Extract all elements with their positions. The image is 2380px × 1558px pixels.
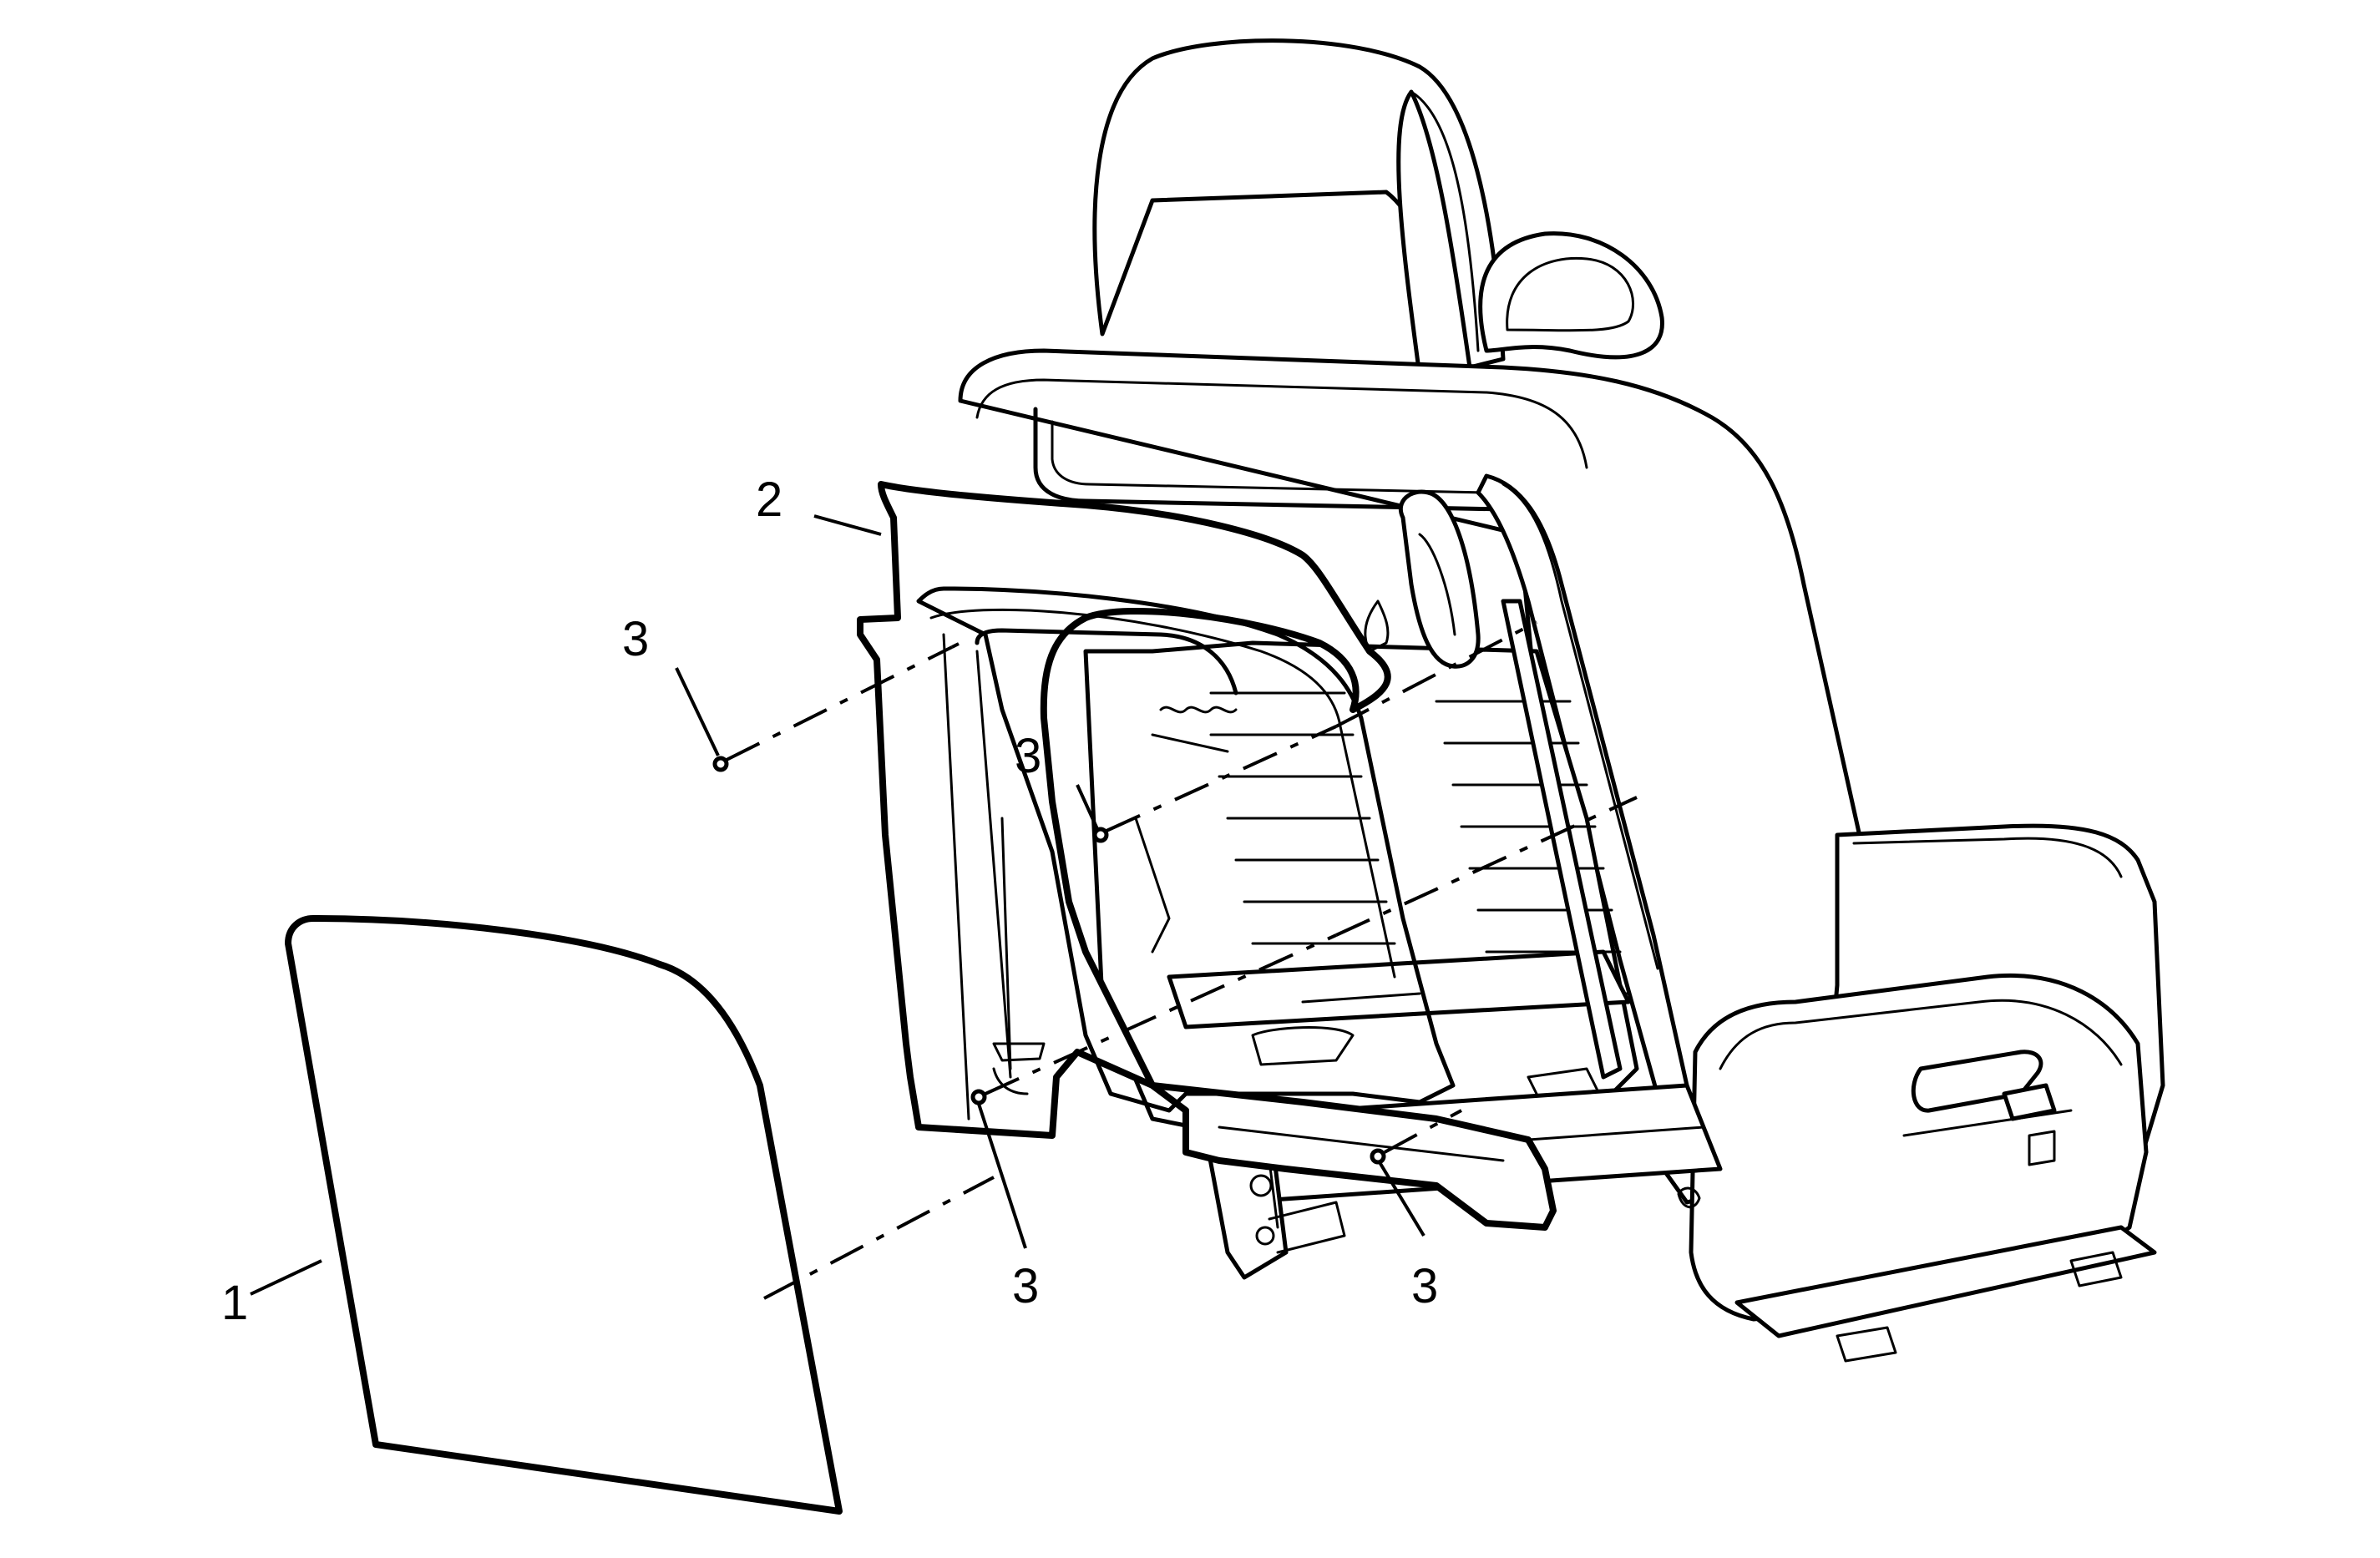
leader-lines — [250, 514, 1425, 1296]
seatback-frame — [958, 348, 1873, 1205]
seatback-trim-panel — [857, 481, 1557, 1231]
callout-3a: 3 — [622, 612, 649, 666]
callout-1: 1 — [221, 1276, 248, 1330]
seat-assembly — [958, 38, 2165, 1363]
assembly-lines — [726, 620, 1638, 1300]
callouts: 1 2 3 3 3 3 — [221, 473, 1438, 1330]
headrest — [1092, 38, 1664, 378]
callout-3d: 3 — [1411, 1259, 1438, 1313]
seatback-panel — [285, 915, 843, 1515]
callout-2: 2 — [756, 473, 782, 527]
fastener-upper-left — [712, 756, 729, 772]
fastener-lower-right — [1370, 1148, 1386, 1165]
seat-cushion — [1689, 823, 2165, 1363]
callout-3c: 3 — [1012, 1259, 1039, 1313]
suspension-slats — [1209, 691, 1630, 995]
fastener-lower-left — [970, 1089, 987, 1105]
fastener-middle — [1092, 827, 1109, 843]
callout-3b: 3 — [1015, 729, 1041, 783]
fasteners — [712, 756, 1386, 1165]
